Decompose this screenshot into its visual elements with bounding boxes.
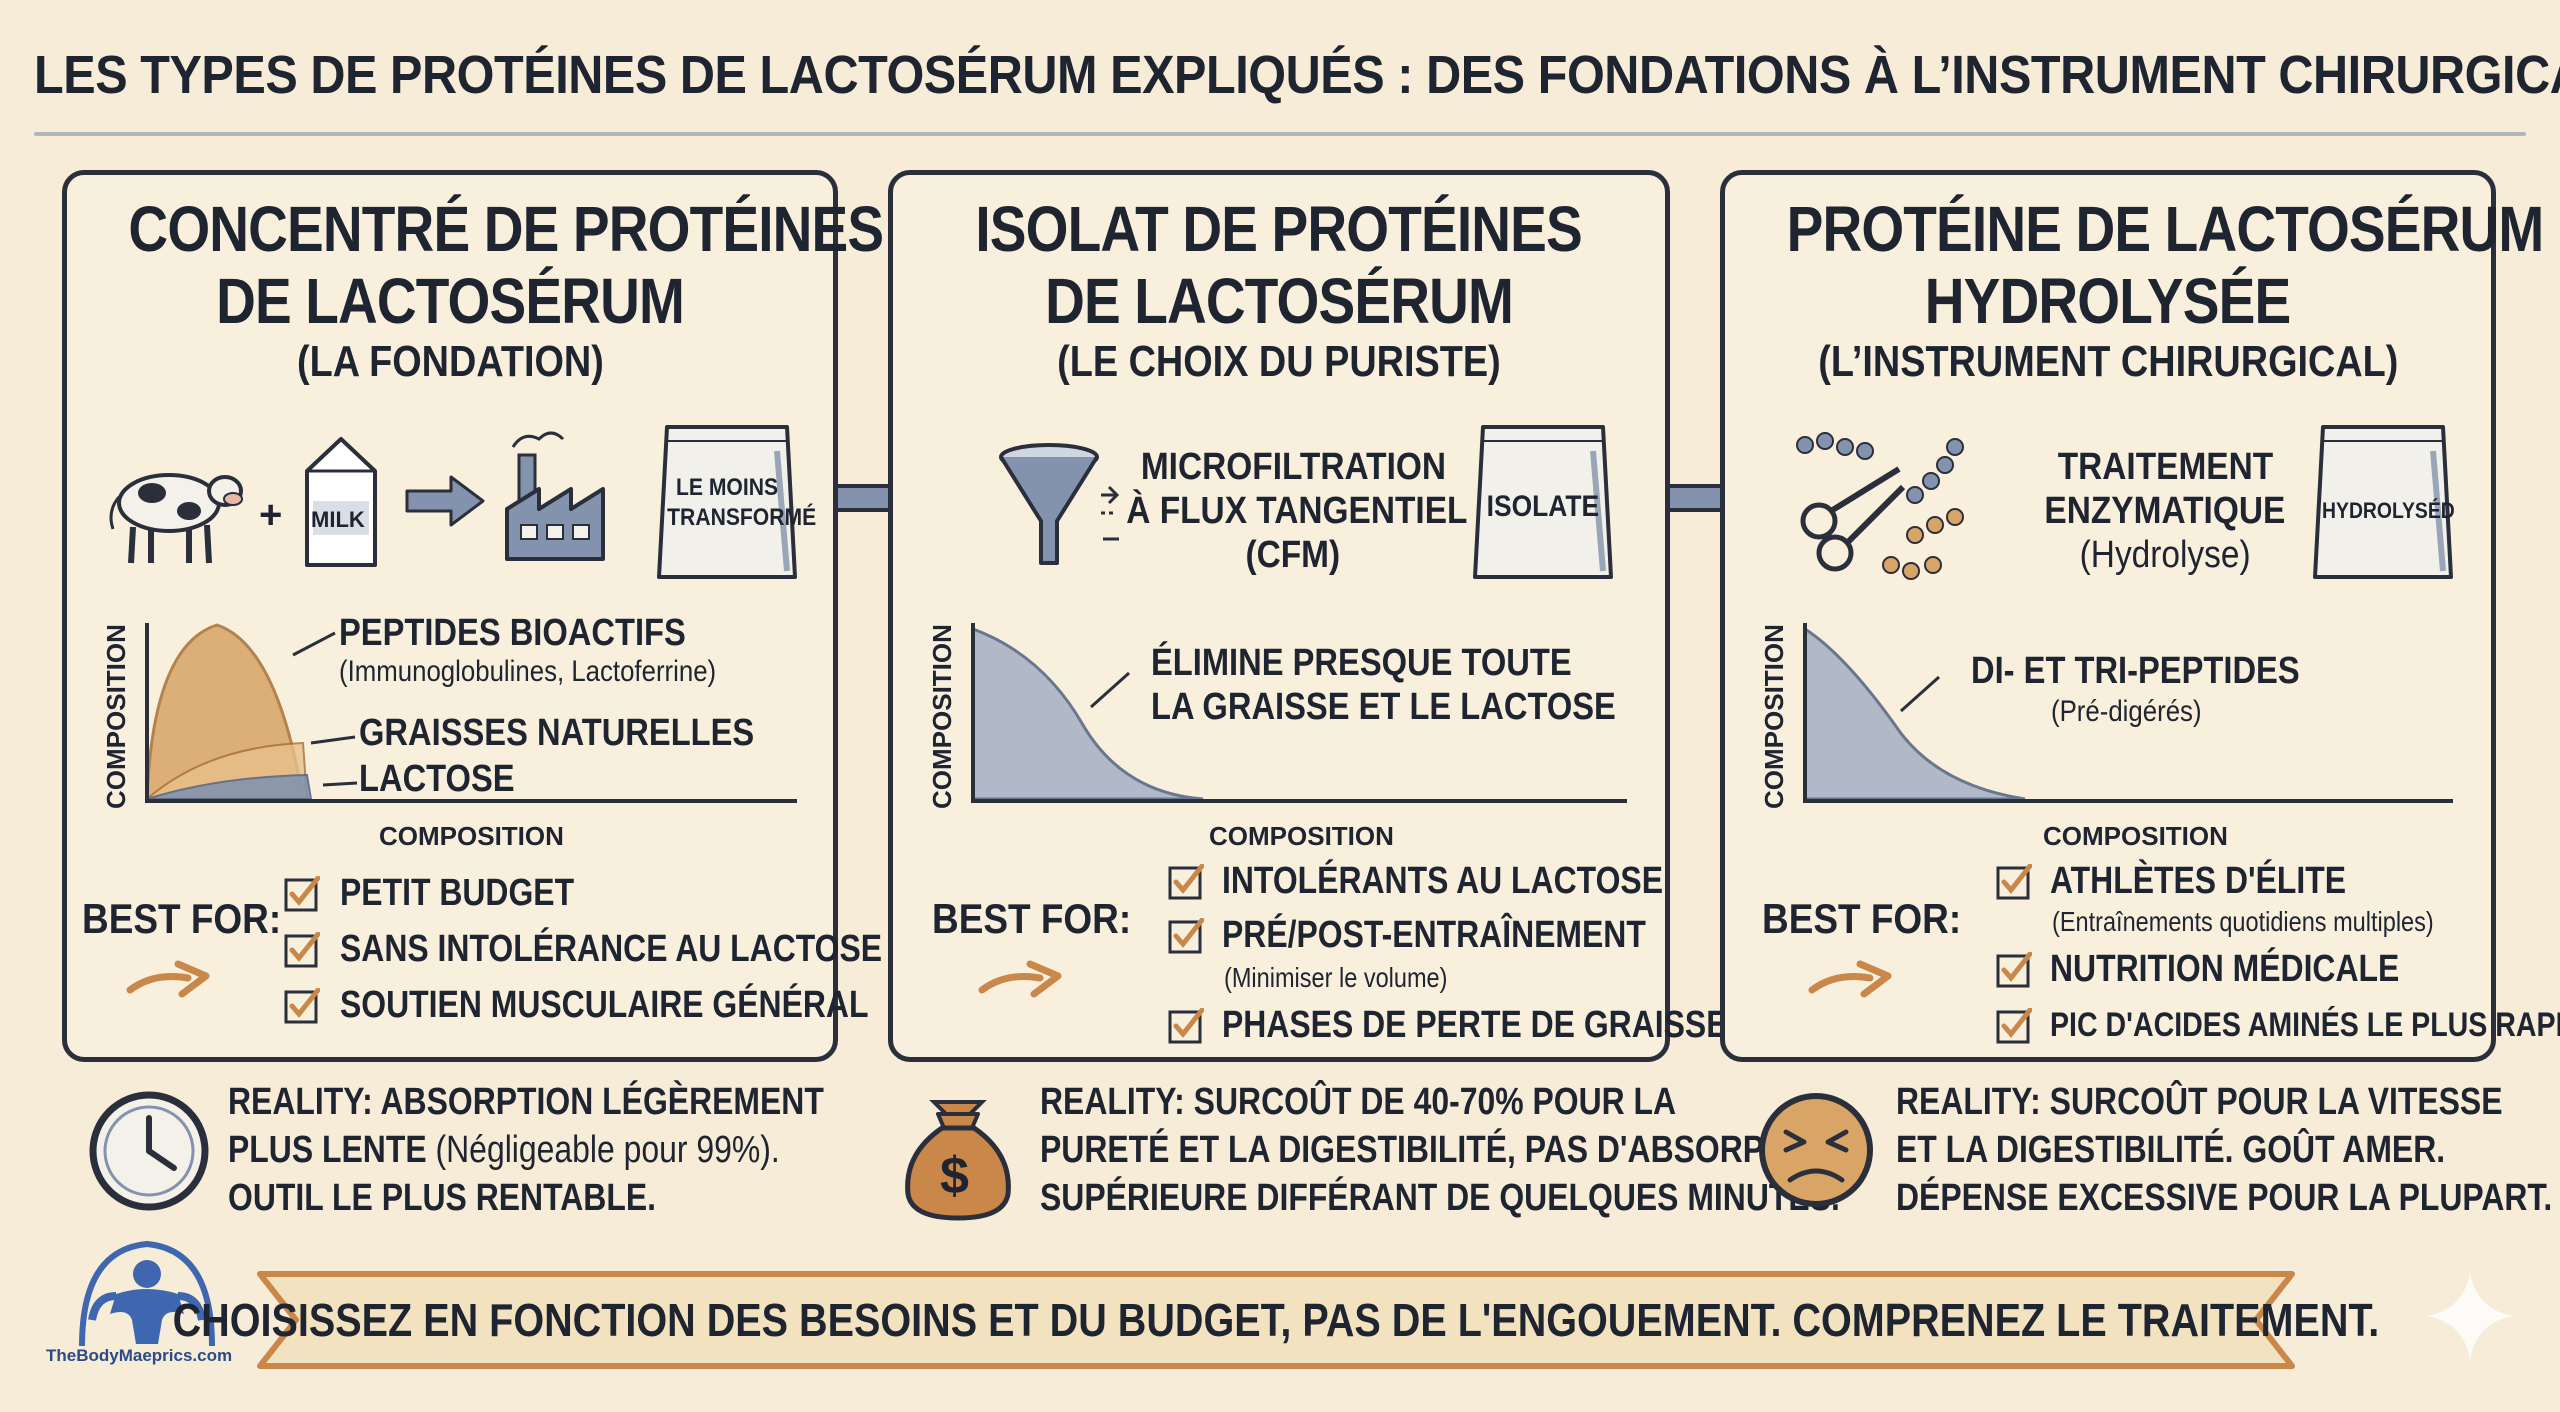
- best-for-item: ATHLÈTES D'ÉLITE: [2050, 860, 2347, 902]
- plus-sign: +: [259, 493, 283, 537]
- best-for-item: PRÉ/POST-ENTRAÎNEMENT: [1222, 914, 1646, 956]
- grimace-face-icon: [1759, 1093, 1873, 1207]
- process-row: MICROFILTRATION À FLUX TANGENTIEL (CFM) …: [893, 411, 1665, 611]
- bag-icon: [657, 425, 797, 579]
- lactose-area: [146, 773, 313, 800]
- checkbox-icon: [1996, 864, 2032, 900]
- composition-chart: COMPOSITION COMPOSITION ÉLIMINE PRESQUE …: [893, 615, 1665, 875]
- reality-text: REALITY: SURCOÛT POUR LA VITESSE ET LA D…: [1896, 1081, 2553, 1219]
- process-row: TRAITEMENT ENZYMATIQUE (Hydrolyse) HYDRO…: [1725, 411, 2491, 611]
- reality-text: REALITY: SURCOÛT DE 40-70% POUR LA PURET…: [1040, 1081, 1841, 1219]
- page-title: LES TYPES DE PROTÉINES DE LACTOSÉRUM EXP…: [34, 45, 2560, 105]
- bodybuilder-logo-icon: [79, 1240, 215, 1347]
- best-for-label: BEST FOR:: [82, 895, 282, 942]
- scissors-icon: [1796, 432, 1964, 580]
- best-for-item: SOUTIEN MUSCULAIRE GÉNÉRAL: [340, 984, 869, 1026]
- checkbox-icon: [1168, 1008, 1204, 1044]
- curved-arrow-icon: [978, 960, 1062, 998]
- checkbox-icon: [1168, 864, 1204, 900]
- chart-note: ÉLIMINE PRESQUE TOUTE: [1151, 642, 1572, 684]
- checkbox-icon: [1996, 952, 2032, 988]
- milk-label: MILK: [311, 507, 365, 532]
- checkbox-icon: [1996, 1008, 2032, 1044]
- composition-chart-svg: [971, 623, 1627, 803]
- y-axis-label: COMPOSITION: [1759, 624, 1789, 809]
- footer-banner-shape: [257, 1271, 2295, 1369]
- checkbox-icon: [1168, 918, 1204, 954]
- composition-chart: COMPOSITION COMPOSITION DI- ET TRI-PEPTI…: [1725, 615, 2491, 875]
- best-for-item: PETIT BUDGET: [340, 872, 575, 914]
- peptide-chain-icon: [1796, 432, 1964, 580]
- logo-text: TheBodyMaeprics.com: [46, 1346, 233, 1365]
- pointer-line: [1899, 675, 1941, 713]
- best-for-note: (Minimiser le volume): [1224, 962, 1448, 993]
- footer-banner: CHOISISSEZ EN FONCTION DES BESOINS ET DU…: [172, 1268, 2380, 1372]
- arrow-icon: [405, 475, 485, 527]
- checkbox-icon: [284, 932, 320, 968]
- chart-note: PEPTIDES BIOACTIFS: [339, 612, 686, 654]
- chart-note: GRAISSES NATURELLES: [359, 712, 755, 754]
- bag-icon: [1473, 425, 1613, 579]
- milk-carton-icon: [305, 437, 377, 567]
- best-for-item: PHASES DE PERTE DE GRAISSE: [1222, 1004, 1728, 1046]
- pointer-line: [310, 735, 356, 745]
- pointer-line: [292, 631, 336, 657]
- curved-arrow-icon: [126, 960, 210, 998]
- sparkle-icon: [2426, 1272, 2514, 1360]
- composition-chart: COMPOSITION COMPOSITION PEPTIDES BIOACTI…: [67, 612, 833, 875]
- panel-subtitle: (LA FONDATION): [296, 337, 604, 386]
- process-label: MICROFILTRATION À FLUX TANGENTIEL (CFM): [1126, 446, 1468, 576]
- chart-note-sub: (Pré-digérés): [2051, 695, 2202, 728]
- bag-label: ISOLATE: [1486, 490, 1600, 523]
- best-for-label: BEST FOR:: [1762, 895, 1962, 942]
- pointer-line: [1089, 671, 1131, 709]
- checkbox-icon: [284, 988, 320, 1024]
- reality-text: REALITY: ABSORPTION LÉGÈREMENT PLUS LENT…: [228, 1081, 824, 1219]
- composition-area: [1803, 626, 2026, 801]
- dollar-sign: $: [940, 1147, 969, 1205]
- composition-area: [971, 626, 1204, 801]
- composition-chart-svg: [144, 623, 797, 803]
- best-for-item: PIC D'ACIDES AMINÉS LE PLUS RAPIDE: [2050, 1006, 2560, 1044]
- best-for-label: BEST FOR:: [932, 895, 1132, 942]
- x-axis-label: COMPOSITION: [379, 821, 564, 851]
- chart-note: DI- ET TRI-PEPTIDES: [1971, 650, 2300, 692]
- x-axis-label: COMPOSITION: [1209, 821, 1394, 851]
- bag-icon: [2313, 425, 2453, 579]
- y-axis-label: COMPOSITION: [101, 624, 131, 809]
- title-divider: [34, 132, 2526, 136]
- chart-note: LA GRAISSE ET LE LACTOSE: [1151, 686, 1616, 728]
- footer-message: CHOISISSEZ EN FONCTION DES BESOINS ET DU…: [172, 1294, 2380, 1346]
- x-axis-label: COMPOSITION: [2043, 821, 2228, 851]
- money-bag-icon: [905, 1100, 1011, 1221]
- composition-chart-svg: [1803, 623, 2453, 803]
- funnel-icon: [999, 443, 1120, 565]
- curved-arrow-icon: [1808, 960, 1892, 998]
- y-axis-label: COMPOSITION: [927, 624, 957, 809]
- chart-note-sub: (Immunoglobulines, Lactoferrine): [339, 655, 717, 688]
- pointer-line: [322, 781, 358, 787]
- bag-label: HYDROLYSÉD: [2322, 498, 2455, 523]
- clock-icon: [89, 1091, 209, 1211]
- panel-subtitle: (L’INSTRUMENT CHIRURGICAL): [1817, 337, 2399, 386]
- best-for-note: (Entraînements quotidiens multiples): [2052, 906, 2434, 937]
- best-for-item: SANS INTOLÉRANCE AU LACTOSE: [340, 928, 883, 970]
- best-for-item: INTOLÉRANTS AU LACTOSE: [1222, 860, 1663, 902]
- best-for-item: NUTRITION MÉDICALE: [2050, 948, 2400, 990]
- chart-note: LACTOSE: [359, 758, 515, 800]
- cow-icon: [109, 473, 243, 564]
- panel-subtitle: (LE CHOIX DU PURISTE): [1057, 337, 1501, 386]
- process-label: TRAITEMENT ENZYMATIQUE (Hydrolyse): [2044, 446, 2286, 576]
- factory-icon: [505, 431, 605, 561]
- checkbox-icon: [284, 876, 320, 912]
